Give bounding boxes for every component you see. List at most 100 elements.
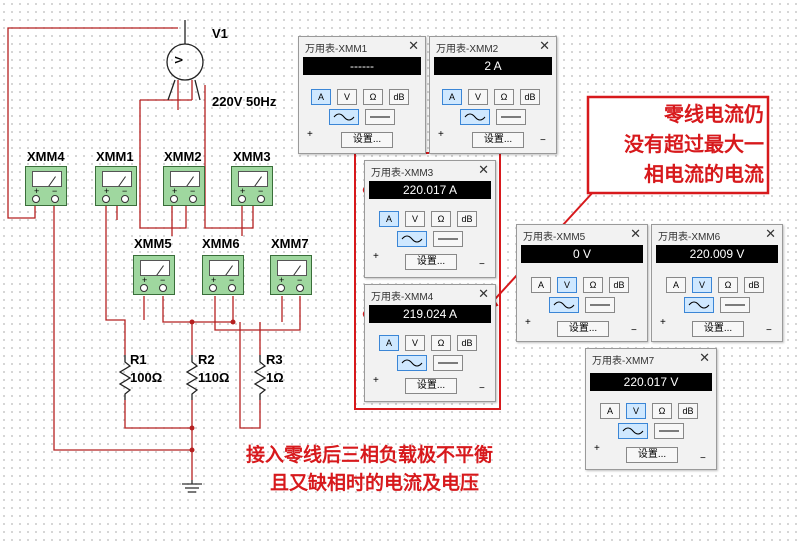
meter-label-xmm4: XMM4 <box>27 149 65 164</box>
mode-ohm-button[interactable]: Ω <box>431 335 451 351</box>
resistor-label-r3: R3 <box>266 352 283 367</box>
multimeter-xmm2[interactable]: +− <box>163 166 205 206</box>
mode-ohm-button[interactable]: Ω <box>431 211 451 227</box>
close-icon[interactable]: ✕ <box>765 226 776 241</box>
mode-a-button[interactable]: A <box>379 211 399 227</box>
multimeter-xmm7[interactable]: +− <box>270 255 312 295</box>
plus-terminal-label: + <box>373 251 379 262</box>
minus-terminal-label: − <box>479 259 485 270</box>
panel-title: 万用表-XMM7 <box>592 356 655 367</box>
plus-terminal-label: + <box>307 129 313 140</box>
reading-display: 2 A <box>434 57 552 75</box>
multimeter-xmm4[interactable]: +− <box>25 166 67 206</box>
minus-terminal-label: − <box>631 325 637 336</box>
panel-xmm1[interactable]: 万用表-XMM1 ✕ ------ A V Ω dB + 设置... <box>298 36 426 154</box>
multimeter-xmm6[interactable]: +− <box>202 255 244 295</box>
reading-display: 0 V <box>521 245 643 263</box>
mode-v-button[interactable]: V <box>626 403 646 419</box>
settings-button[interactable]: 设置... <box>692 321 744 337</box>
close-icon[interactable]: ✕ <box>699 350 710 365</box>
settings-button[interactable]: 设置... <box>557 321 609 337</box>
settings-button[interactable]: 设置... <box>405 254 457 270</box>
mode-v-button[interactable]: V <box>557 277 577 293</box>
ac-wave-button[interactable] <box>460 109 490 125</box>
ac-wave-button[interactable] <box>397 355 427 371</box>
panel-xmm7[interactable]: 万用表-XMM7 ✕ 220.017 V A V Ω dB + − 设置... <box>585 348 717 470</box>
dc-line-button[interactable] <box>365 109 395 125</box>
meter-label-xmm6: XMM6 <box>202 236 240 251</box>
panel-xmm3[interactable]: 万用表-XMM3 ✕ 220.017 A A V Ω dB + − 设置... <box>364 160 496 278</box>
ac-wave-button[interactable] <box>549 297 579 313</box>
settings-button[interactable]: 设置... <box>341 132 393 148</box>
mode-v-button[interactable]: V <box>468 89 488 105</box>
close-icon[interactable]: ✕ <box>630 226 641 241</box>
ac-wave-button[interactable] <box>329 109 359 125</box>
multimeter-xmm5[interactable]: +− <box>133 255 175 295</box>
settings-button[interactable]: 设置... <box>405 378 457 394</box>
plus-terminal-label: + <box>525 317 531 328</box>
mode-db-button[interactable]: dB <box>678 403 698 419</box>
panel-title: 万用表-XMM3 <box>371 168 434 179</box>
plus-terminal-label: + <box>438 129 444 140</box>
close-icon[interactable]: ✕ <box>408 38 419 53</box>
resistor-label-r2: R2 <box>198 352 215 367</box>
mode-ohm-button[interactable]: Ω <box>363 89 383 105</box>
plus-terminal-label: + <box>594 443 600 454</box>
close-icon[interactable]: ✕ <box>539 38 550 53</box>
dc-line-button[interactable] <box>654 423 684 439</box>
ac-wave-button[interactable] <box>618 423 648 439</box>
resistor-value-r3: 1Ω <box>266 370 284 385</box>
mode-ohm-button[interactable]: Ω <box>494 89 514 105</box>
mode-a-button[interactable]: A <box>379 335 399 351</box>
meter-label-xmm3: XMM3 <box>233 149 271 164</box>
dc-line-button[interactable] <box>433 355 463 371</box>
dc-line-button[interactable] <box>720 297 750 313</box>
mode-ohm-button[interactable]: Ω <box>583 277 603 293</box>
panel-xmm5[interactable]: 万用表-XMM5 ✕ 0 V A V Ω dB + − 设置... <box>516 224 648 342</box>
mode-v-button[interactable]: V <box>405 335 425 351</box>
dc-line-button[interactable] <box>585 297 615 313</box>
mode-a-button[interactable]: A <box>531 277 551 293</box>
panel-title: 万用表-XMM4 <box>371 292 434 303</box>
close-icon[interactable]: ✕ <box>478 286 489 301</box>
settings-button[interactable]: 设置... <box>472 132 524 148</box>
panel-xmm4[interactable]: 万用表-XMM4 ✕ 219.024 A A V Ω dB + − 设置... <box>364 284 496 402</box>
mode-v-button[interactable]: V <box>337 89 357 105</box>
reading-display: 220.017 A <box>369 181 491 199</box>
mode-db-button[interactable]: dB <box>457 211 477 227</box>
mode-db-button[interactable]: dB <box>520 89 540 105</box>
caption-line-2: 且又缺相时的电流及电压 <box>270 473 480 494</box>
multimeter-xmm3[interactable]: +− <box>231 166 273 206</box>
mode-v-button[interactable]: V <box>405 211 425 227</box>
panel-xmm6[interactable]: 万用表-XMM6 ✕ 220.009 V A V Ω dB + − 设置... <box>651 224 783 342</box>
minus-terminal-label: − <box>700 453 706 464</box>
mode-db-button[interactable]: dB <box>609 277 629 293</box>
mode-ohm-button[interactable]: Ω <box>718 277 738 293</box>
settings-button[interactable]: 设置... <box>626 447 678 463</box>
mode-a-button[interactable]: A <box>311 89 331 105</box>
mode-ohm-button[interactable]: Ω <box>652 403 672 419</box>
dc-line-button[interactable] <box>433 231 463 247</box>
plus-terminal-label: + <box>373 375 379 386</box>
minus-terminal-label: − <box>540 135 546 146</box>
mode-a-button[interactable]: A <box>600 403 620 419</box>
mode-a-button[interactable]: A <box>442 89 462 105</box>
close-icon[interactable]: ✕ <box>478 162 489 177</box>
mode-db-button[interactable]: dB <box>744 277 764 293</box>
source-symbol: V <box>173 56 186 64</box>
panel-title: 万用表-XMM5 <box>523 232 586 243</box>
resistor-value-r2: 110Ω <box>198 370 230 385</box>
mode-db-button[interactable]: dB <box>457 335 477 351</box>
mode-v-button[interactable]: V <box>692 277 712 293</box>
source-name: V1 <box>212 26 228 41</box>
panel-title: 万用表-XMM1 <box>305 44 368 55</box>
mode-db-button[interactable]: dB <box>389 89 409 105</box>
mode-a-button[interactable]: A <box>666 277 686 293</box>
minus-terminal-label: − <box>479 383 485 394</box>
ac-wave-button[interactable] <box>397 231 427 247</box>
dc-line-button[interactable] <box>496 109 526 125</box>
panel-xmm2[interactable]: 万用表-XMM2 ✕ 2 A A V Ω dB + − 设置... <box>429 36 557 154</box>
voltage-source-symbol <box>166 20 204 101</box>
multimeter-xmm1[interactable]: +− <box>95 166 137 206</box>
ac-wave-button[interactable] <box>684 297 714 313</box>
